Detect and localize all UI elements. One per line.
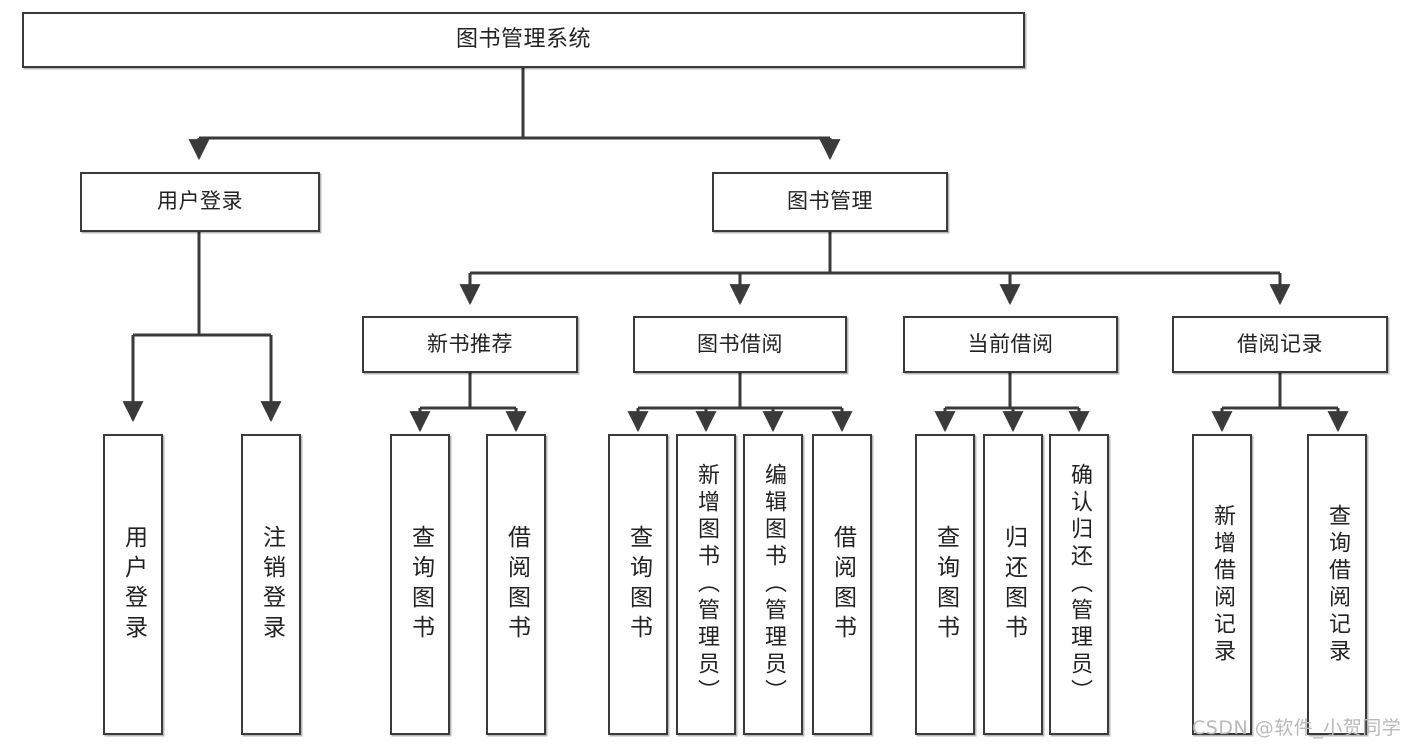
node-new-book-recommend-label: 新书推荐: [427, 331, 513, 356]
leaf-query-book-3[interactable]: 查询图书: [915, 434, 975, 735]
leaf-query-record[interactable]: 查询借阅记录: [1307, 434, 1367, 735]
leaf-query-book-1-label: 查询图书: [407, 524, 434, 645]
node-user-login-label: 用户登录: [157, 189, 243, 214]
leaf-add-record-label: 新增借阅记录: [1210, 503, 1235, 666]
leaf-query-book-2[interactable]: 查询图书: [608, 434, 668, 735]
leaf-query-book-3-label: 查询图书: [932, 524, 959, 645]
leaf-return-book-label: 归还图书: [1000, 524, 1027, 645]
leaf-edit-book[interactable]: 编辑图书（管理员）: [743, 434, 803, 735]
leaf-add-book-label: 新增图书（管理员）: [694, 463, 719, 706]
node-new-book-recommend[interactable]: 新书推荐: [362, 316, 578, 373]
node-user-login[interactable]: 用户登录: [80, 172, 320, 232]
leaf-borrow-book-1[interactable]: 借阅图书: [486, 434, 546, 735]
leaf-confirm-return-label: 确认归还（管理员）: [1067, 463, 1092, 706]
leaf-user-login[interactable]: 用户登录: [103, 434, 163, 735]
node-book-manage-label: 图书管理: [787, 189, 873, 214]
leaf-logout-label: 注销登录: [258, 524, 285, 645]
leaf-add-record[interactable]: 新增借阅记录: [1192, 434, 1252, 735]
node-current-borrow-label: 当前借阅: [967, 331, 1054, 356]
node-book-borrow[interactable]: 图书借阅: [633, 316, 847, 373]
node-root-label: 图书管理系统: [455, 26, 591, 52]
leaf-borrow-book-1-label: 借阅图书: [503, 524, 530, 645]
node-root[interactable]: 图书管理系统: [22, 12, 1025, 68]
leaf-query-book-1[interactable]: 查询图书: [390, 434, 450, 735]
node-book-borrow-label: 图书借阅: [697, 331, 783, 356]
leaf-confirm-return[interactable]: 确认归还（管理员）: [1049, 434, 1109, 735]
leaf-query-book-2-label: 查询图书: [625, 524, 652, 645]
leaf-user-login-label: 用户登录: [120, 524, 147, 645]
leaf-query-record-label: 查询借阅记录: [1325, 503, 1350, 666]
leaf-add-book[interactable]: 新增图书（管理员）: [676, 434, 736, 735]
node-borrow-record[interactable]: 借阅记录: [1172, 316, 1388, 373]
node-borrow-record-label: 借阅记录: [1237, 331, 1323, 356]
leaf-borrow-book-2-label: 借阅图书: [829, 524, 856, 645]
node-current-borrow[interactable]: 当前借阅: [903, 316, 1118, 373]
leaf-logout[interactable]: 注销登录: [241, 434, 301, 735]
leaf-edit-book-label: 编辑图书（管理员）: [761, 463, 786, 706]
watermark-text: CSDN @软件_小贺同学: [1192, 717, 1402, 739]
node-book-manage[interactable]: 图书管理: [712, 172, 948, 232]
leaf-borrow-book-2[interactable]: 借阅图书: [812, 434, 872, 735]
leaf-return-book[interactable]: 归还图书: [983, 434, 1043, 735]
